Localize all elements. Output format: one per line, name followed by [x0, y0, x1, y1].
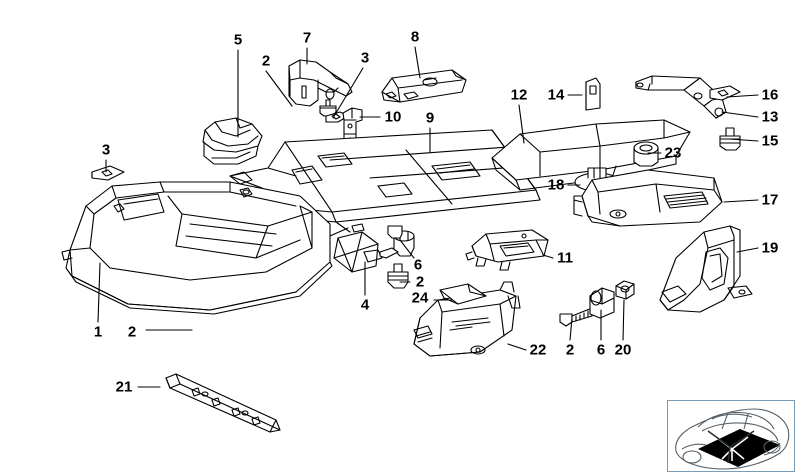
- part-3-clip-left: [91, 165, 125, 181]
- leader-line-15: [728, 138, 759, 142]
- part-11-small-cover: [465, 229, 549, 271]
- part-19-arch-liner: [659, 225, 753, 313]
- leader-line-17: [723, 199, 759, 203]
- part-6-clip-small: [379, 247, 399, 259]
- part-2-screw-lower: [559, 307, 593, 327]
- leader-line-3: [332, 67, 364, 119]
- callout-number-14: 14: [547, 86, 565, 104]
- callout-number-9: 9: [425, 109, 435, 127]
- callout-number-15: 15: [761, 132, 779, 150]
- callout-number-2: 2: [127, 323, 137, 341]
- leader-line-11: [542, 254, 554, 259]
- part-2-bolt-mid: [387, 263, 409, 289]
- callout-number-21: 21: [115, 378, 133, 396]
- leader-line-2: [265, 70, 293, 107]
- callout-number-19: 19: [761, 239, 779, 257]
- callout-number-2: 2: [565, 341, 575, 359]
- callout-number-23: 23: [664, 144, 682, 162]
- callout-number-6: 6: [596, 341, 606, 359]
- callout-number-3: 3: [101, 141, 111, 159]
- leader-line-2: [569, 317, 573, 341]
- part-20-nut: [615, 280, 635, 300]
- callout-number-5: 5: [233, 31, 243, 49]
- callout-number-8: 8: [410, 28, 420, 46]
- part-8-cover: [381, 69, 467, 103]
- leader-line-1: [97, 262, 101, 323]
- callout-number-11: 11: [557, 249, 573, 267]
- callout-number-6: 6: [413, 256, 423, 274]
- callout-number-2: 2: [261, 52, 271, 70]
- callout-number-7: 7: [302, 29, 312, 47]
- leader-line-20: [622, 299, 625, 341]
- leader-line-22: [507, 343, 527, 351]
- callout-number-17: 17: [761, 191, 779, 209]
- callout-number-16: 16: [761, 86, 779, 104]
- callout-number-13: 13: [761, 108, 779, 126]
- callout-number-3: 3: [360, 49, 370, 67]
- callout-number-4: 4: [360, 296, 370, 314]
- part-24-plate: [439, 283, 487, 305]
- part-4-support: [333, 231, 383, 273]
- leader-line-6: [399, 239, 415, 259]
- part-1-undertray: [61, 181, 333, 315]
- callout-number-20: 20: [614, 341, 632, 359]
- callout-number-1: 1: [93, 323, 103, 341]
- callout-number-18: 18: [547, 176, 565, 194]
- part-12-tunnel-insulation: [491, 119, 691, 191]
- part-5-air-duct: [202, 117, 263, 165]
- callout-number-24: 24: [411, 289, 429, 307]
- callout-number-12: 12: [510, 86, 528, 104]
- part-14-clip: [585, 77, 601, 111]
- highlighted-floor-area: [698, 429, 780, 467]
- leader-line-19: [736, 247, 759, 253]
- callout-number-10: 10: [384, 108, 402, 126]
- part-17-heat-shield: [573, 169, 723, 227]
- leader-line-16: [726, 94, 759, 98]
- part-2-bolt-tiny: [387, 225, 403, 239]
- part-21-sill-strip: [165, 373, 281, 433]
- leader-line-12: [518, 104, 525, 144]
- leader-line-8: [414, 46, 421, 79]
- part-6-spacer: [589, 287, 615, 319]
- vehicle-location-thumbnail: [667, 400, 795, 472]
- callout-number-2: 2: [415, 273, 425, 291]
- part-16-clip: [709, 85, 741, 101]
- callout-leader-lines: [97, 46, 759, 388]
- callout-number-22: 22: [529, 341, 547, 359]
- part-2-bolt-upper: [319, 99, 337, 117]
- part-7-bracket: [288, 59, 353, 107]
- leader-line-13: [721, 111, 759, 118]
